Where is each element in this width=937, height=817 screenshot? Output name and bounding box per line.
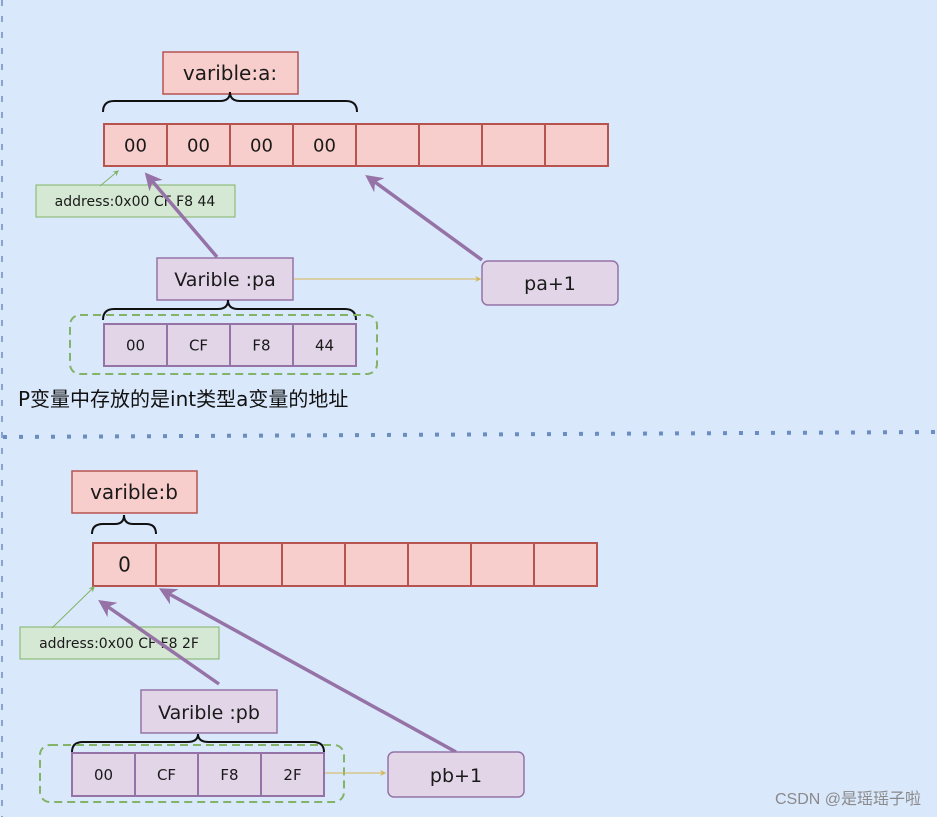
variable-a-label: varible:a: [183, 61, 277, 85]
pointer-pb-label-box [140, 689, 278, 734]
pointer-pb-cell-value: CF [157, 766, 176, 784]
pa-plus-one-label: pa+1 [524, 273, 576, 295]
memory-b-cell-2 [218, 542, 283, 587]
memory-b-cell-3 [281, 542, 346, 587]
brace-a [102, 91, 358, 113]
variable-b-label-box [71, 470, 198, 514]
pointer-pa-cell-0 [103, 323, 168, 367]
pointer-pb-cell-value: F8 [220, 766, 238, 784]
pointer-pa-cell-value: 00 [126, 336, 145, 354]
pointer-pb-label: Varible :pb [158, 702, 260, 724]
memory-b-cell-4 [344, 542, 409, 587]
pointer-pa-label: Varible :pa [174, 269, 275, 291]
memory-a-cell-0 [103, 123, 168, 167]
memory-a-cell-value: 00 [313, 135, 336, 156]
pointer-pb-cell-3 [260, 752, 325, 797]
memory-a-cell-1 [166, 123, 231, 167]
section-divider [2, 430, 937, 439]
pointer-pb-cell-2 [197, 752, 262, 797]
memory-a-cell-4 [355, 123, 420, 167]
address-b-arrow [51, 586, 95, 629]
address-note-b: address:0x00 CF F8 2F [39, 636, 199, 652]
variable-a-label-box [162, 51, 299, 95]
pb-plus-one-box [387, 751, 525, 798]
pointer-pb-cell-1 [134, 752, 199, 797]
memory-row-b: 0 [92, 542, 598, 587]
memory-b-cell-7 [533, 542, 598, 587]
pb-plus-one-label: pb+1 [430, 765, 482, 787]
pointer-pa-cell-value: F8 [252, 336, 270, 354]
pointer-pa-cell-2 [229, 323, 294, 367]
pointer-pa-cell-value: CF [189, 336, 208, 354]
brace-pb [71, 733, 325, 753]
pointer-pb-cell-value: 2F [283, 766, 301, 784]
pointer-pa-container [69, 314, 378, 375]
memory-a-cell-value: 00 [124, 135, 147, 156]
caption-a: P变量中存放的是int类型a变量的地址 [18, 387, 348, 411]
section-a: varible:a: 00 00 00 00 address:0x00 CF F8 4… [18, 51, 619, 411]
pointer-pa-cell-3 [292, 323, 357, 367]
memory-a-cell-3 [292, 123, 357, 167]
brace-b [91, 514, 157, 535]
memory-a-cell-6 [481, 123, 546, 167]
pa1-arrow-to-memory [365, 174, 484, 262]
pointer-pb-bytes: 00 CF F8 2F [71, 752, 325, 797]
address-note-b-box [19, 626, 220, 660]
address-note-a: address:0x00 CF F8 44 [55, 194, 216, 210]
address-a-arrow [99, 170, 119, 187]
memory-b-cell-5 [407, 542, 472, 587]
memory-a-cell-5 [418, 123, 483, 167]
pointer-pa-bytes: 00 CF F8 44 [103, 323, 357, 367]
pa-plus-one-box [481, 260, 619, 306]
brace-pa [102, 299, 357, 321]
address-note-a-box [35, 184, 236, 218]
memory-row-a: 00 00 00 00 [103, 123, 609, 167]
pointer-pa-label-box [156, 257, 294, 301]
memory-a-cell-7 [544, 123, 609, 167]
pointer-pa-cell-1 [166, 323, 231, 367]
pb-arrow-to-b [98, 600, 220, 686]
pa-arrow-to-a [144, 172, 219, 259]
memory-a-cell-value: 00 [187, 135, 210, 156]
variable-b-label: varible:b [90, 480, 178, 504]
memory-b-cell-0 [92, 542, 157, 587]
memory-a-cell-value: 00 [250, 135, 273, 156]
section-b: varible:b 0 address:0x00 CF F8 2F Varibl… [19, 470, 598, 803]
memory-b-cell-6 [470, 542, 535, 587]
watermark: CSDN @是瑶瑶子啦 [775, 790, 921, 808]
pointer-pb-cell-value: 00 [94, 766, 113, 784]
pb1-arrow-to-memory [158, 588, 457, 754]
memory-b-cell-1 [155, 542, 220, 587]
memory-b-cell-value: 0 [118, 553, 131, 577]
pointer-pa-cell-value: 44 [315, 336, 334, 354]
pointer-pb-cell-0 [71, 752, 136, 797]
